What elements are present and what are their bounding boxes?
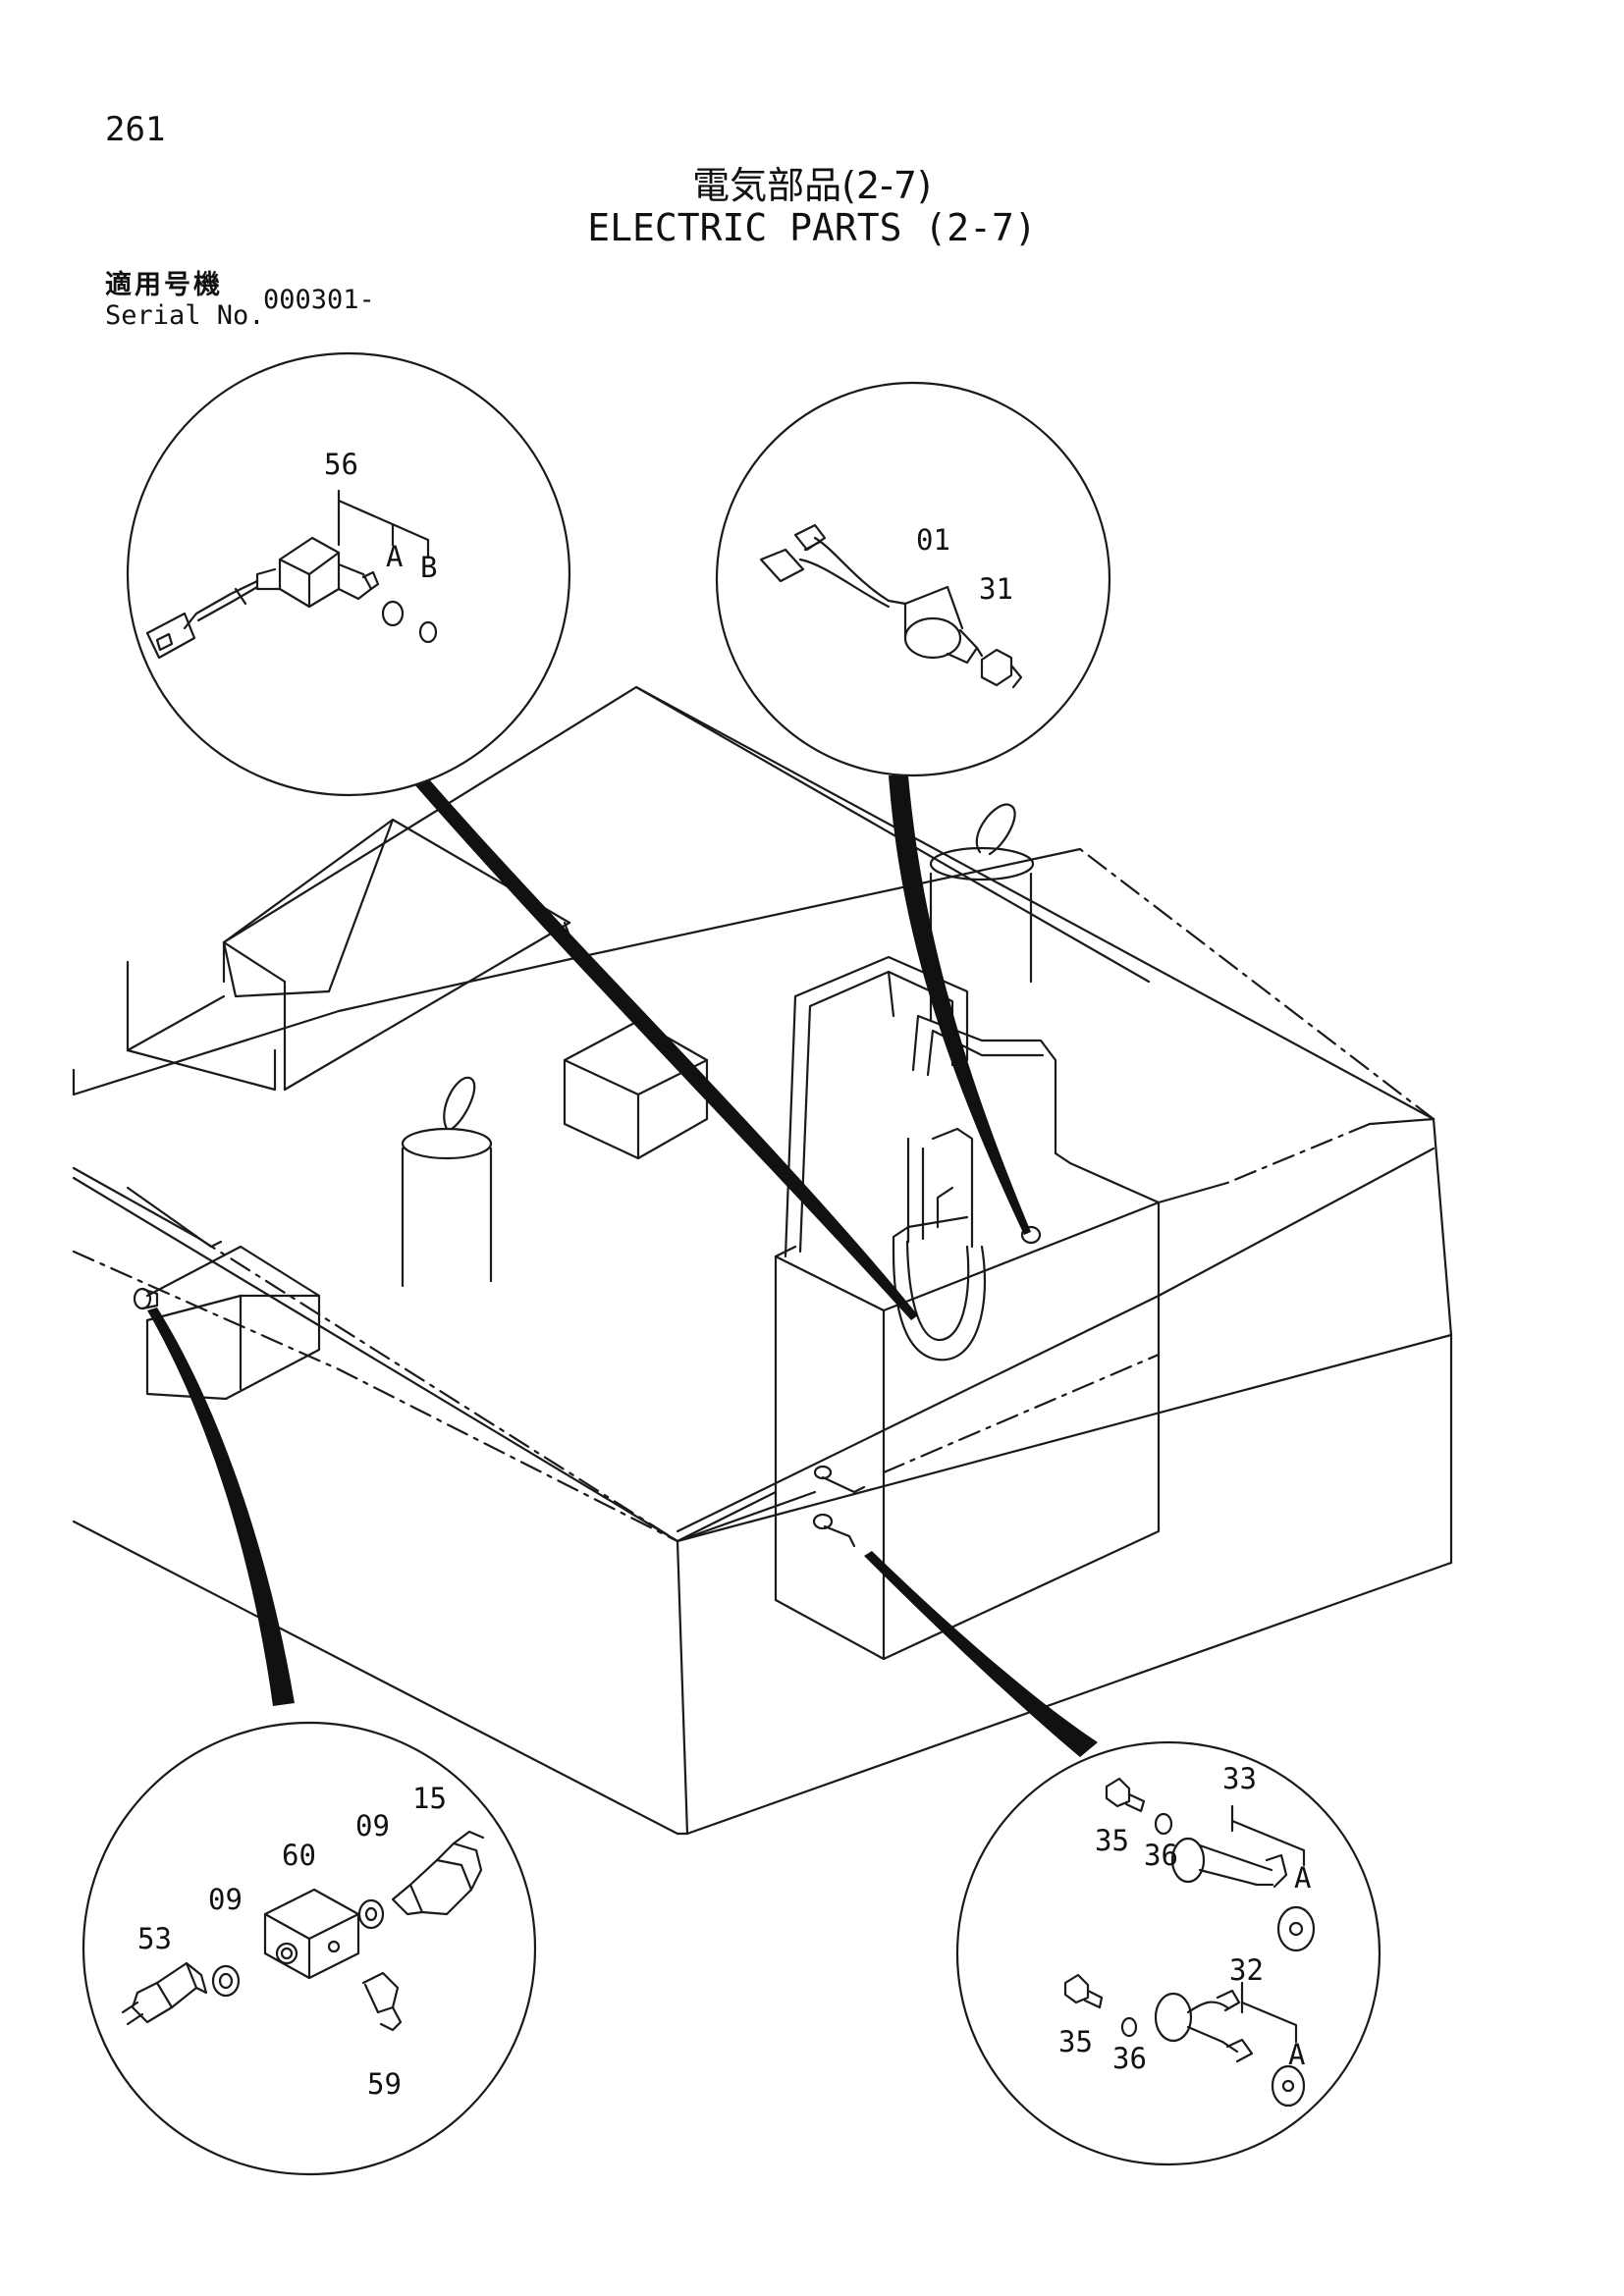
label-part-60: 60 (282, 1839, 316, 1872)
label-part-35-upper: 35 (1095, 1824, 1129, 1857)
label-part-01: 01 (916, 523, 950, 557)
label-sub-a: A (386, 540, 403, 573)
page-title-japanese: 電気部品(2-7) (692, 164, 932, 207)
label-part-15: 15 (412, 1782, 447, 1815)
page-number: 261 (105, 110, 166, 149)
label-sub-a-lower: A (1288, 2038, 1305, 2071)
label-part-53: 53 (137, 1922, 172, 1955)
serial-label-english: Serial No. (105, 300, 265, 331)
page-title-english: ELECTRIC PARTS (2-7) (587, 206, 1037, 249)
label-part-32: 32 (1229, 1953, 1264, 1987)
label-part-35-lower: 35 (1058, 2025, 1093, 2058)
detail-circle-bottom-right (955, 1740, 1381, 2166)
label-part-59: 59 (367, 2067, 402, 2101)
serial-label-japanese: 適用号機 (105, 270, 223, 300)
detail-circle-top-left (126, 351, 571, 797)
label-part-09-right: 09 (355, 1809, 390, 1842)
label-part-33: 33 (1222, 1762, 1257, 1795)
detail-circle-top-right (715, 381, 1111, 777)
label-part-31: 31 (979, 572, 1013, 606)
leader-lines (147, 746, 1098, 1757)
serial-number-value: 000301- (263, 285, 375, 315)
label-part-56: 56 (324, 448, 358, 481)
label-part-09-left: 09 (208, 1883, 243, 1916)
detail-circle-bottom-left (81, 1721, 537, 2176)
label-sub-a-upper: A (1294, 1861, 1311, 1895)
label-part-36-upper: 36 (1144, 1839, 1178, 1872)
label-part-36-lower: 36 (1112, 2042, 1147, 2075)
label-sub-b: B (420, 551, 437, 584)
